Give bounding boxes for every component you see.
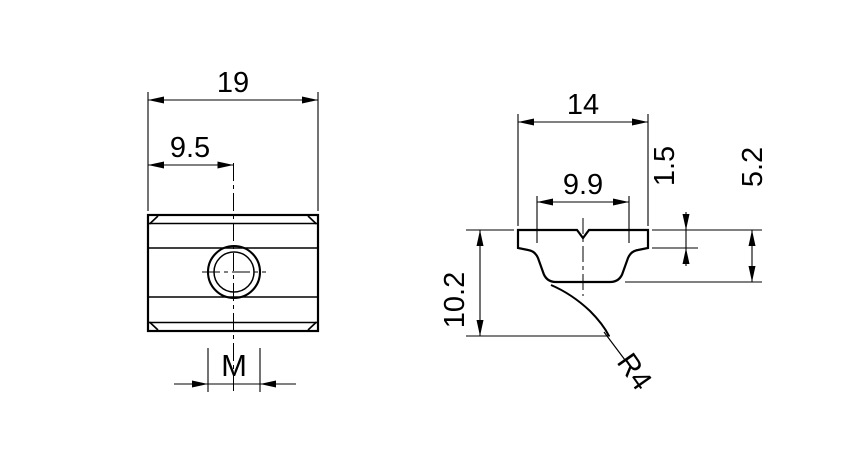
dim-14-label: 14 bbox=[567, 89, 599, 121]
arrowhead bbox=[192, 380, 208, 388]
radius-callout bbox=[603, 331, 626, 361]
hole-centerlines bbox=[202, 163, 266, 394]
arrowhead bbox=[476, 320, 484, 336]
dimension-offset-9-5 bbox=[148, 161, 234, 169]
arrowhead bbox=[613, 198, 629, 206]
thread-m-label: M bbox=[221, 348, 247, 383]
arrowhead bbox=[476, 230, 484, 246]
dimension-width-19 bbox=[147, 92, 319, 211]
arrowhead bbox=[748, 266, 756, 282]
dim-5-2-label: 5.2 bbox=[737, 147, 769, 187]
dim-r4-label: R4 bbox=[610, 348, 657, 397]
leader-line bbox=[603, 331, 626, 361]
dimension-width-14 bbox=[517, 114, 649, 226]
arrowhead bbox=[148, 161, 164, 169]
arrowhead bbox=[682, 248, 690, 264]
dim-9-5-label: 9.5 bbox=[170, 132, 210, 164]
spring-curve bbox=[550, 284, 610, 337]
dim-10-2-label: 10.2 bbox=[439, 272, 471, 328]
arrowhead bbox=[302, 96, 318, 104]
arrowhead bbox=[217, 161, 234, 169]
dimension-flange-5-2 bbox=[625, 230, 762, 283]
arrowhead bbox=[748, 230, 756, 246]
arrowhead bbox=[537, 198, 553, 206]
arrowhead bbox=[632, 118, 648, 126]
dim-19-label: 19 bbox=[217, 67, 249, 99]
section-view: 14 9.9 1.5 bbox=[439, 89, 769, 396]
dim-1-5-label: 1.5 bbox=[649, 146, 681, 186]
dimension-thread-m bbox=[174, 348, 296, 392]
corner-chamfer-marks bbox=[148, 215, 318, 331]
profile-outline bbox=[516, 228, 650, 284]
dimension-total-10-2 bbox=[466, 229, 610, 337]
top-view: 19 9.5 M bbox=[146, 67, 320, 394]
arrowhead bbox=[260, 380, 276, 388]
dimension-lip-1-5 bbox=[652, 212, 698, 266]
arrowhead bbox=[682, 214, 690, 230]
arrowhead bbox=[518, 118, 534, 126]
dim-9-9-label: 9.9 bbox=[563, 169, 603, 201]
dimension-inner-9-9 bbox=[536, 196, 630, 243]
arrowhead bbox=[148, 96, 164, 104]
